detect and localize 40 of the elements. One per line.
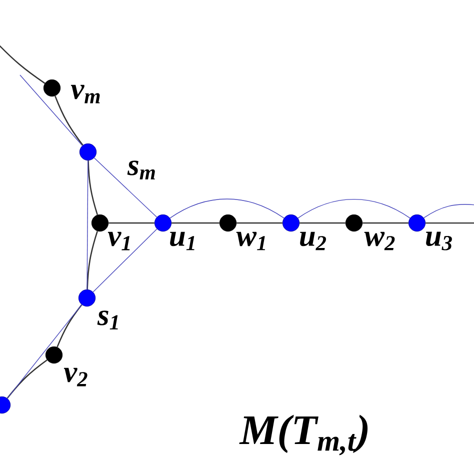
graph-edge <box>86 230 98 290</box>
vertex-dot <box>282 214 300 232</box>
vertex-dot <box>219 214 237 232</box>
graph-edge <box>172 222 220 224</box>
graph-name: M(T$_{m,t}$) <box>239 414 368 456</box>
graph-edge <box>170 198 284 218</box>
vertex-label: w$_{1}$ <box>236 232 266 250</box>
graph-edge <box>6 304 82 399</box>
vertex-label: v$_{m}$ <box>70 84 100 104</box>
vertex-label: u$_{2}$ <box>300 232 326 250</box>
vertex-label: u$_{1}$ <box>170 232 194 250</box>
graph-edge <box>86 160 88 290</box>
graph-edge <box>6 360 48 399</box>
graph-edge <box>92 228 158 292</box>
vertex-label: u$_{3}$ <box>426 232 452 250</box>
graph-edge <box>56 304 82 348</box>
graph-edge <box>362 222 408 224</box>
vertex-dot <box>79 143 97 161</box>
graph-edge <box>236 222 282 224</box>
vertex-dot <box>78 289 96 307</box>
vertex-label: s$_{1}$ <box>97 310 118 330</box>
vertex-label: w$_{2}$ <box>364 232 395 250</box>
graph-edge <box>54 96 84 146</box>
graph-edge <box>88 160 98 216</box>
graph-edge <box>94 158 158 218</box>
graph-edge <box>20 74 83 146</box>
graph-edge <box>108 222 154 224</box>
graph-edge <box>426 222 474 224</box>
vertex-dot <box>91 214 109 232</box>
vertex-label: v$_{1}$ <box>108 232 130 250</box>
graph-edge <box>298 198 410 218</box>
graph-edge <box>424 204 474 218</box>
vertex-label: v$_{2}$ <box>64 368 88 386</box>
vertex-dot <box>45 346 63 364</box>
vertex-dot <box>43 79 61 97</box>
vertex-dot <box>154 214 172 232</box>
vertex-dot <box>408 214 426 232</box>
graph-edge <box>300 222 346 224</box>
vertex-dot <box>345 214 363 232</box>
vertex-label: s$_{m}$ <box>127 160 155 180</box>
